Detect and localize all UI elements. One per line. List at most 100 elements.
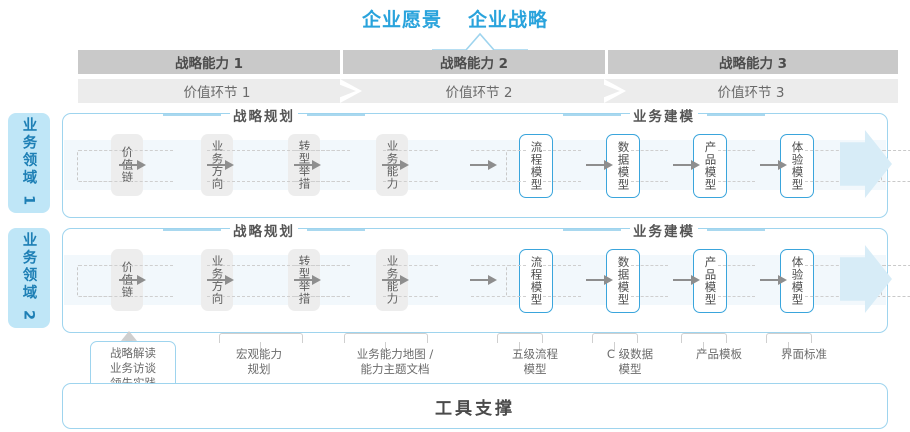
flow-connector-arrow-icon xyxy=(586,160,614,170)
bracket-stem xyxy=(519,342,521,351)
section-title-planning-row2: 战略规划 xyxy=(163,220,365,240)
node-label: 体验模型 xyxy=(790,141,805,191)
dashed-link xyxy=(79,150,173,182)
tool-label-line: 模型 xyxy=(618,362,642,376)
flow-connector-arrow-icon xyxy=(760,275,788,285)
bracket-stem xyxy=(703,342,705,351)
tool-label-line: C 级数据 xyxy=(606,347,654,361)
dashed-link xyxy=(543,265,581,297)
business-domain-2-label: 业务领域 2 xyxy=(20,232,37,324)
dashed-link xyxy=(471,265,526,297)
row2-nodes: 价值链业务方向转型举措业务能力流程模型数据模型产品模型体验模型 xyxy=(63,229,910,332)
value-segment-label: 价值环节 2 xyxy=(445,85,513,101)
tool-label-1[interactable]: 战略解读业务访谈领先实践 xyxy=(90,341,176,391)
flow-connector-arrow-icon xyxy=(119,160,147,170)
dashed-link xyxy=(631,150,668,182)
business-domain-1-label: 业务领域 1 xyxy=(20,117,37,209)
modeling-label: 业务建模 xyxy=(630,220,698,240)
flow-connector-arrow-icon xyxy=(673,275,701,285)
flow-connector-arrow-icon xyxy=(470,275,498,285)
bracket-connector xyxy=(497,333,543,343)
section-title-modeling-row2: 业务建模 xyxy=(563,220,765,240)
planning-label: 战略规划 xyxy=(230,105,298,125)
dashed-link xyxy=(295,150,350,182)
flow-connector-arrow-icon xyxy=(382,275,410,285)
value-segment-band: 价值环节 1 价值环节 2 价值环节 3 xyxy=(78,79,898,103)
dashed-link xyxy=(295,265,350,297)
node-label: 体验模型 xyxy=(790,256,805,306)
tool-label-2: 宏观能力规划 xyxy=(219,347,299,377)
planning-label: 战略规划 xyxy=(230,220,298,240)
sidebar-item-business-domain-1[interactable]: 业务领域 1 xyxy=(8,113,50,213)
flow-connector-arrow-icon xyxy=(294,160,322,170)
node-label: 产品模型 xyxy=(703,141,718,191)
node-label: 产品模型 xyxy=(703,256,718,306)
node-label: 流程模型 xyxy=(529,256,544,306)
node-2-blue-1[interactable]: 流程模型 xyxy=(519,249,553,313)
node-label: 数据模型 xyxy=(616,256,631,306)
dashed-link xyxy=(543,150,581,182)
capability-cell-2[interactable]: 战略能力 2 xyxy=(343,50,605,74)
tool-label-3: 业务能力地图 /能力主题文档 xyxy=(344,347,446,377)
flow-connector-arrow-icon xyxy=(294,275,322,285)
dashed-link xyxy=(718,265,755,297)
flow-connector-arrow-icon xyxy=(586,275,614,285)
dashed-link xyxy=(207,265,345,297)
section-title-planning-row1: 战略规划 xyxy=(163,105,365,125)
business-domain-2-row: 战略规划 业务建模 价值链业务方向转型举措业务能力流程模型数据模型产品模型体验模… xyxy=(62,220,910,333)
tool-label-4: 五级流程模型 xyxy=(497,347,573,377)
dashed-link xyxy=(631,265,668,297)
row1-nodes: 价值链业务方向转型举措业务能力流程模型数据模型产品模型体验模型 xyxy=(63,114,910,217)
tool-label-7: 界面标准 xyxy=(766,347,842,362)
dashed-link xyxy=(383,265,438,297)
tool-support-title: 工具支撑 xyxy=(435,398,515,419)
tool-label-5: C 级数据模型 xyxy=(592,347,668,377)
dashed-link xyxy=(718,150,755,182)
tool-label-line: 宏观能力 xyxy=(236,347,282,361)
vision-strategy-header: 企业愿景 企业战略 xyxy=(0,4,910,32)
flow-connector-arrow-icon xyxy=(760,160,788,170)
value-segment-2[interactable]: 价值环节 2 xyxy=(340,79,618,103)
modeling-label: 业务建模 xyxy=(630,105,698,125)
dashed-link xyxy=(471,150,526,182)
value-segment-1[interactable]: 价值环节 1 xyxy=(78,79,356,103)
node-label: 流程模型 xyxy=(529,141,544,191)
business-domain-1-row: 战略规划 业务建模 价值链业务方向转型举措业务能力流程模型数据模型产品模型体验模… xyxy=(62,105,910,218)
bracket-connector xyxy=(592,333,638,343)
flow-connector-arrow-icon xyxy=(673,160,701,170)
flow-connector-arrow-icon xyxy=(119,275,147,285)
dashed-link xyxy=(79,265,173,297)
tool-label-line: 能力主题文档 xyxy=(360,362,430,376)
tool-label-line: 五级流程 xyxy=(512,347,558,361)
sidebar-item-business-domain-2[interactable]: 业务领域 2 xyxy=(8,228,50,328)
node-2-blue-3[interactable]: 产品模型 xyxy=(693,249,727,313)
section-title-modeling-row1: 业务建模 xyxy=(563,105,765,125)
value-segment-label: 价值环节 1 xyxy=(183,85,251,101)
node-1-blue-4[interactable]: 体验模型 xyxy=(780,134,814,198)
flow-connector-arrow-icon xyxy=(470,160,498,170)
tool-label-line: 模型 xyxy=(523,362,547,376)
tool-label-6: 产品模板 xyxy=(681,347,757,362)
vee-connector-icon xyxy=(432,32,528,51)
bracket-connector xyxy=(219,333,303,343)
dashed-link xyxy=(207,150,345,182)
bracket-connector xyxy=(344,333,428,343)
flow-connector-arrow-icon xyxy=(382,160,410,170)
bracket-connector xyxy=(766,333,812,343)
tool-label-line: 规划 xyxy=(247,362,271,376)
bracket-stem xyxy=(260,342,262,351)
capability-cell-1[interactable]: 战略能力 1 xyxy=(78,50,340,74)
capability-cell-3[interactable]: 战略能力 3 xyxy=(608,50,898,74)
node-1-blue-1[interactable]: 流程模型 xyxy=(519,134,553,198)
tool-label-line: 业务能力地图 / xyxy=(356,347,434,361)
node-label: 数据模型 xyxy=(616,141,631,191)
flow-connector-arrow-icon xyxy=(207,160,235,170)
value-segment-3[interactable]: 价值环节 3 xyxy=(604,79,898,103)
value-segment-label: 价值环节 3 xyxy=(717,85,785,101)
bracket-stem xyxy=(788,342,790,351)
tool-label-line: 产品模板 xyxy=(696,347,742,361)
enterprise-strategy-title: 企业战略 xyxy=(468,8,549,31)
bracket-connector xyxy=(681,333,727,343)
